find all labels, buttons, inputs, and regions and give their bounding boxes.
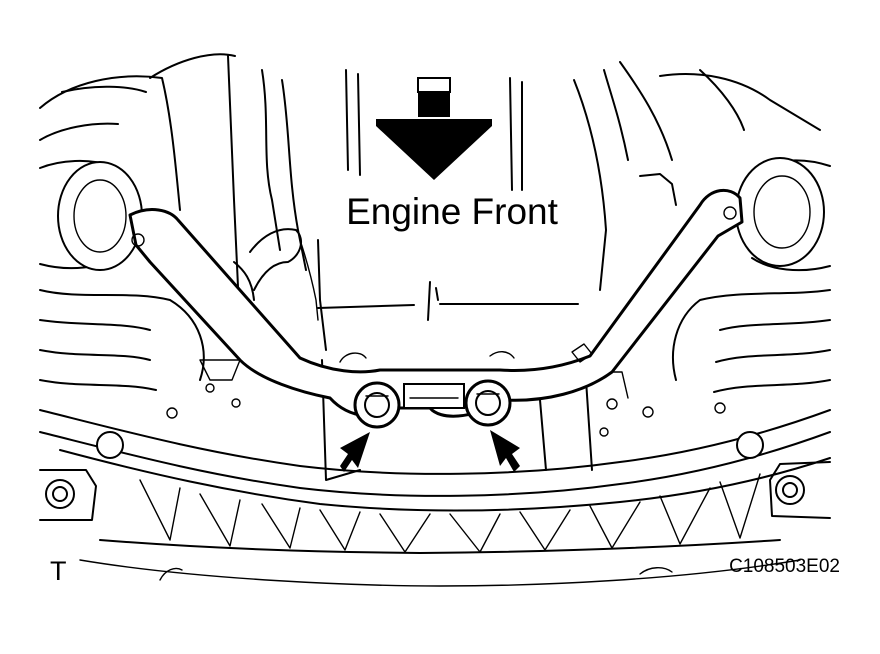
suspension-member-bracket	[128, 188, 744, 418]
center-mount-pad	[403, 383, 465, 409]
mount-bolt-right	[464, 379, 512, 427]
pointer-arrow-right	[490, 430, 520, 472]
engine-background-linework	[39, 53, 821, 481]
side-bracket-right	[736, 431, 831, 519]
pointer-arrow-left	[340, 432, 370, 472]
direction-arrow-down-icon	[376, 77, 492, 180]
left-drive-shaft-boot	[39, 159, 205, 391]
corner-mark: T	[50, 556, 67, 586]
side-bracket-left	[39, 431, 124, 521]
lower-crossmember	[39, 409, 831, 587]
engine-front-label: Engine Front	[346, 191, 559, 232]
illustration-code: C108503E02	[729, 556, 840, 577]
right-drive-shaft-boot	[672, 157, 831, 393]
mount-bolt-left	[353, 381, 401, 429]
